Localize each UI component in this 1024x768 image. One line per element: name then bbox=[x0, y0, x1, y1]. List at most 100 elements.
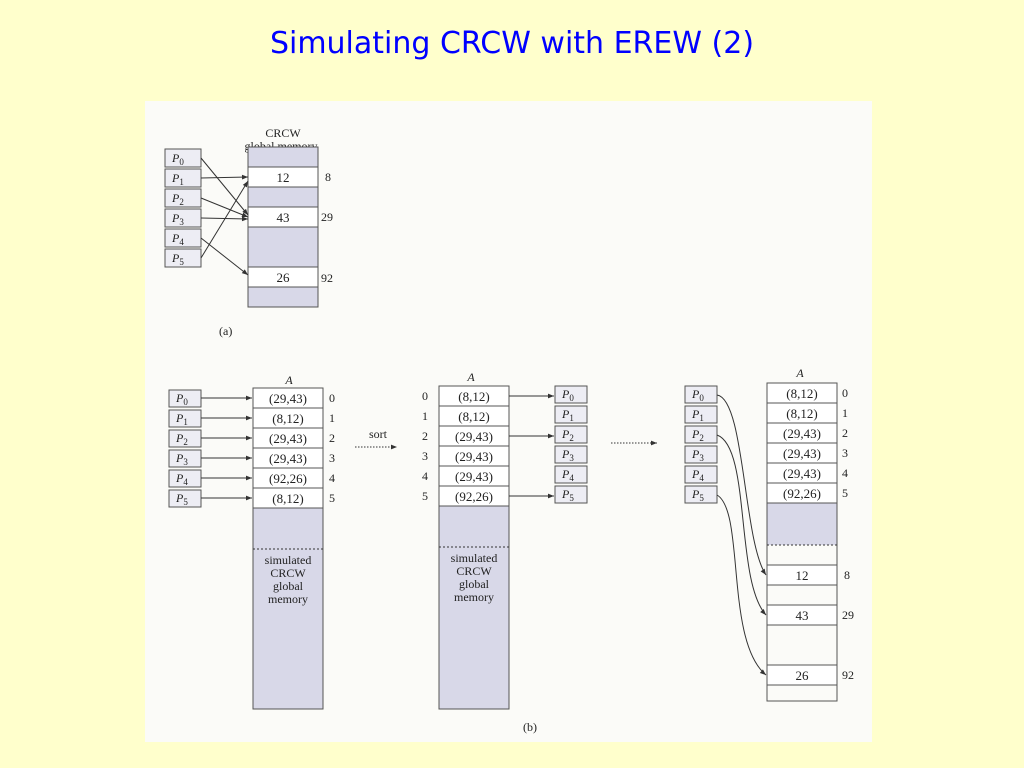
pair-value: (8,12) bbox=[272, 411, 303, 426]
pair-value: (29,43) bbox=[269, 451, 307, 466]
svg-text:P5: P5 bbox=[561, 487, 574, 503]
part-b-unsorted: A (29,43) (8,12) (29,43) (29,43) (92,26)… bbox=[168, 373, 335, 710]
svg-text:P4: P4 bbox=[171, 231, 184, 247]
processor-box bbox=[684, 385, 718, 404]
svg-text:P3: P3 bbox=[175, 451, 188, 467]
row-index: 4 bbox=[329, 471, 335, 485]
svg-text:P1: P1 bbox=[691, 407, 704, 423]
cell-value: 12 bbox=[277, 170, 290, 185]
processor-box bbox=[554, 385, 588, 404]
cell-address: 8 bbox=[325, 170, 331, 184]
pair-value: (29,43) bbox=[455, 429, 493, 444]
pair-value: (92,26) bbox=[783, 486, 821, 501]
pair-value: (29,43) bbox=[269, 391, 307, 406]
svg-text:P5: P5 bbox=[171, 251, 184, 267]
cell-address: 92 bbox=[842, 668, 854, 682]
svg-text:P0: P0 bbox=[691, 387, 704, 403]
memory-label-line: global bbox=[273, 579, 304, 593]
memory-cell-92 bbox=[766, 664, 838, 686]
row-index: 2 bbox=[422, 429, 428, 443]
svg-text:P4: P4 bbox=[691, 467, 704, 483]
pair-value: (8,12) bbox=[272, 491, 303, 506]
svg-text:P3: P3 bbox=[691, 447, 704, 463]
processor-box bbox=[554, 445, 588, 464]
row-index: 5 bbox=[422, 489, 428, 503]
svg-text:P4: P4 bbox=[561, 467, 574, 483]
pair-value: (92,26) bbox=[269, 471, 307, 486]
row-index: 4 bbox=[842, 466, 848, 480]
svg-text:P0: P0 bbox=[171, 151, 184, 167]
memory-label-line: CRCW bbox=[270, 566, 306, 580]
slide-title: Simulating CRCW with EREW (2) bbox=[269, 26, 755, 61]
pair-value: (8,12) bbox=[786, 406, 817, 421]
memory-cell-8 bbox=[766, 564, 838, 586]
memory-label-line: memory bbox=[454, 590, 494, 604]
memory-cell-29 bbox=[766, 604, 838, 626]
row-index: 3 bbox=[329, 451, 335, 465]
leader-arrows bbox=[509, 393, 554, 499]
row-index: 5 bbox=[842, 486, 848, 500]
write-back-arrows bbox=[716, 394, 767, 676]
processor-box bbox=[684, 485, 718, 504]
crcw-access-arrows bbox=[200, 157, 249, 276]
cell-value: 26 bbox=[796, 668, 810, 683]
svg-text:P5: P5 bbox=[175, 491, 188, 507]
part-b-sorted: A (8,12) (8,12) (29,43) (29,43) (29,43) … bbox=[422, 370, 588, 710]
svg-text:P1: P1 bbox=[171, 171, 184, 187]
svg-text:P3: P3 bbox=[561, 447, 574, 463]
row-index: 4 bbox=[422, 469, 428, 483]
cell-address: 29 bbox=[321, 210, 333, 224]
pair-value: (8,12) bbox=[458, 389, 489, 404]
svg-text:P5: P5 bbox=[691, 487, 704, 503]
part-a: CRCW global memory 12 43 26 8 29 92 P0 P… bbox=[164, 126, 333, 338]
row-index: 1 bbox=[329, 411, 335, 425]
svg-text:P4: P4 bbox=[175, 471, 188, 487]
cell-address: 29 bbox=[842, 608, 854, 622]
memory-label-line: simulated bbox=[265, 553, 312, 567]
pair-value: (29,43) bbox=[783, 466, 821, 481]
processor-box bbox=[554, 465, 588, 484]
cell-value: 43 bbox=[796, 608, 809, 623]
cell-value: 12 bbox=[796, 568, 809, 583]
svg-text:P2: P2 bbox=[175, 431, 188, 447]
pair-value: (92,26) bbox=[455, 489, 493, 504]
pair-value: (29,43) bbox=[783, 426, 821, 441]
cell-value: 43 bbox=[277, 210, 290, 225]
memory-label-line: global bbox=[459, 577, 490, 591]
row-index: 3 bbox=[422, 449, 428, 463]
write-arrows bbox=[201, 395, 252, 501]
memory-label-line: CRCW bbox=[456, 564, 492, 578]
svg-text:P3: P3 bbox=[171, 211, 184, 227]
part-b-result: A (8,12) (8,12) (29,43) (29,43) (29,43) … bbox=[684, 366, 854, 702]
pair-value: (8,12) bbox=[786, 386, 817, 401]
cell-address: 92 bbox=[321, 271, 333, 285]
row-index: 2 bbox=[329, 431, 335, 445]
pair-value: (29,43) bbox=[455, 449, 493, 464]
pair-value: (29,43) bbox=[455, 469, 493, 484]
memory-label-line: simulated bbox=[451, 551, 498, 565]
row-index: 0 bbox=[422, 389, 428, 403]
svg-text:P0: P0 bbox=[561, 387, 574, 403]
cell-value: 26 bbox=[277, 270, 291, 285]
caption-a: (a) bbox=[219, 324, 232, 338]
processor-box bbox=[684, 445, 718, 464]
pair-value: (29,43) bbox=[783, 446, 821, 461]
crcw-erew-figure: CRCW global memory 12 43 26 8 29 92 P0 P… bbox=[145, 101, 872, 742]
svg-text:P2: P2 bbox=[171, 191, 184, 207]
processor-box bbox=[684, 405, 718, 424]
svg-text:P2: P2 bbox=[691, 427, 704, 443]
memory-shade bbox=[767, 503, 837, 545]
processor-list-a: P0 P1 P2 P3 P4 P5 bbox=[164, 148, 202, 268]
row-index: 1 bbox=[842, 406, 848, 420]
row-index: 0 bbox=[329, 391, 335, 405]
pair-value: (8,12) bbox=[458, 409, 489, 424]
row-index: 1 bbox=[422, 409, 428, 423]
sort-label: sort bbox=[369, 427, 388, 441]
svg-text:P1: P1 bbox=[561, 407, 574, 423]
processor-list-b2: P0 P1 P2 P3 P4 P5 bbox=[554, 385, 588, 504]
figure-svg: CRCW global memory 12 43 26 8 29 92 P0 P… bbox=[164, 126, 854, 734]
processor-list-b3: P0 P1 P2 P3 P4 P5 bbox=[684, 385, 718, 504]
processor-box bbox=[554, 485, 588, 504]
row-index: 2 bbox=[842, 426, 848, 440]
processor-list-b1: P0 P1 P2 P3 P4 P5 bbox=[168, 389, 202, 508]
